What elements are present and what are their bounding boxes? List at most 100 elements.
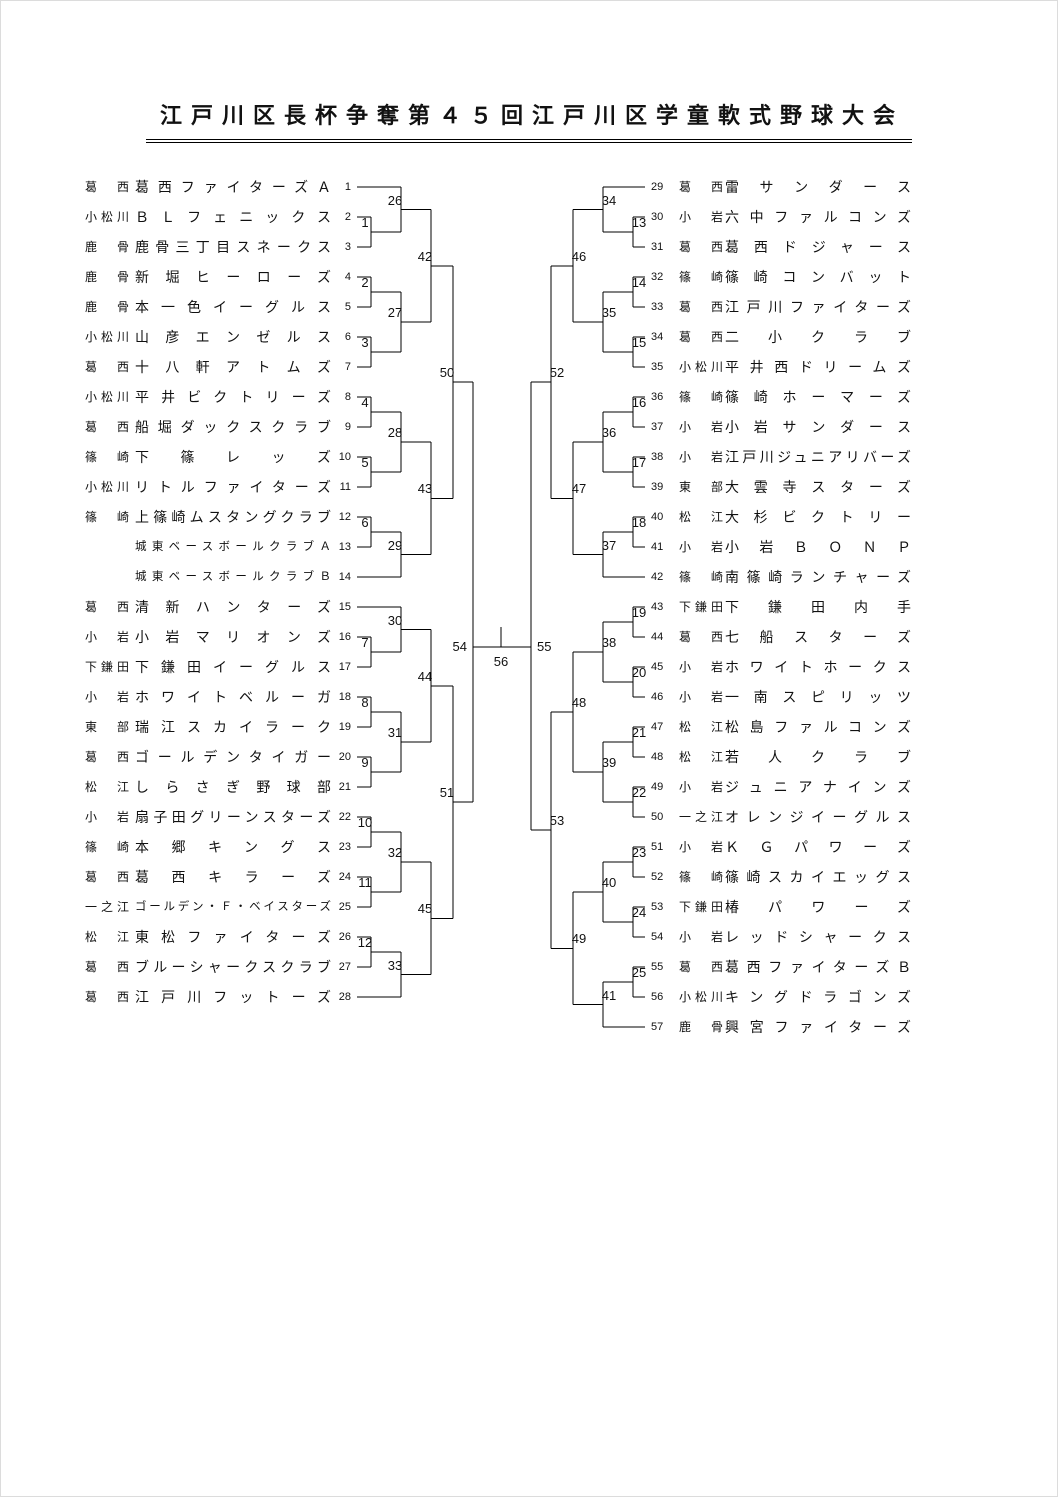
match-38-label: 38 <box>601 635 617 650</box>
team-43-district: 下鎌田 <box>679 600 723 614</box>
team-52-seed: 52 <box>651 871 664 883</box>
team-31-name: 葛西ドジャース <box>725 239 911 255</box>
team-36-name: 篠崎ホーマーズ <box>725 389 911 405</box>
team-17-name: 下鎌田イーグルス <box>135 659 331 675</box>
team-34-district: 葛西 <box>679 330 723 344</box>
team-33-district: 葛西 <box>679 300 723 314</box>
team-7-district: 葛西 <box>85 360 129 374</box>
team-6-seed: 6 <box>344 331 351 343</box>
team-6-district: 小松川 <box>85 330 129 344</box>
team-56-name: キングドラゴンズ <box>725 989 911 1005</box>
team-37-seed: 37 <box>651 421 664 433</box>
team-49-seed: 49 <box>651 781 664 793</box>
team-47-seed: 47 <box>651 721 664 733</box>
team-17-district: 下鎌田 <box>85 660 129 674</box>
team-54-district: 小岩 <box>679 930 723 944</box>
team-40-district: 松江 <box>679 510 723 524</box>
team-36-seed: 36 <box>651 391 664 403</box>
team-54-name: レッドシャークス <box>725 929 911 945</box>
match-10-label: 10 <box>357 815 373 830</box>
match-20-label: 20 <box>631 665 647 680</box>
match-27-label: 27 <box>387 305 403 320</box>
match-44-label: 44 <box>417 668 433 684</box>
team-36-district: 篠崎 <box>679 390 723 404</box>
match-29-label: 29 <box>387 537 403 553</box>
match-6-label: 6 <box>361 515 369 530</box>
team-16-district: 小岩 <box>85 630 129 644</box>
page-title: 江戸川区長杯争奪第４５回江戸川区学童軟式野球大会 <box>145 101 913 143</box>
team-48-district: 松江 <box>679 750 723 764</box>
team-29-name: 雷サンダース <box>725 179 911 195</box>
team-23-district: 篠崎 <box>85 840 129 854</box>
team-4-district: 鹿骨 <box>85 270 129 284</box>
team-54-seed: 54 <box>651 931 664 943</box>
match-47-label: 47 <box>571 481 587 497</box>
team-17-seed: 17 <box>338 661 351 673</box>
team-45-name: ホワイトホークス <box>725 659 911 675</box>
match-2-label: 2 <box>361 275 369 290</box>
team-23-name: 本郷キングス <box>135 839 331 855</box>
match-3-label: 3 <box>361 335 369 350</box>
match-37-label: 37 <box>601 537 617 553</box>
team-24-seed: 24 <box>338 871 351 883</box>
team-1-name: 葛西ファイターズＡ <box>135 179 331 195</box>
team-21-name: しらさぎ野球部 <box>135 779 331 795</box>
team-2-district: 小松川 <box>85 210 129 224</box>
team-9-seed: 9 <box>344 421 351 433</box>
match-41-label: 41 <box>601 987 617 1003</box>
match-40-label: 40 <box>601 875 617 890</box>
team-8-district: 小松川 <box>85 390 129 404</box>
team-1-seed: 1 <box>344 181 351 193</box>
match-24-label: 24 <box>631 905 647 920</box>
match-39-label: 39 <box>601 755 617 770</box>
team-1-district: 葛西 <box>85 180 129 194</box>
team-42-name: 南篠崎ランチャーズ <box>725 569 911 585</box>
match-36-label: 36 <box>601 425 617 440</box>
team-38-district: 小岩 <box>679 450 723 464</box>
match-33-label: 33 <box>387 957 403 973</box>
team-41-district: 小岩 <box>679 540 723 554</box>
match-19-label: 19 <box>631 605 647 620</box>
team-46-district: 小岩 <box>679 690 723 704</box>
team-52-name: 篠崎スカイエッグス <box>725 869 911 885</box>
team-30-name: 六中ファルコンズ <box>725 209 911 225</box>
team-9-name: 船堀ダックスクラブ <box>135 419 331 435</box>
team-31-seed: 31 <box>651 241 664 253</box>
team-26-district: 松江 <box>85 930 129 944</box>
team-12-seed: 12 <box>338 511 351 523</box>
team-2-name: ＢＬフェニックス <box>135 209 331 225</box>
team-40-seed: 40 <box>651 511 664 523</box>
team-11-name: リトルファイターズ <box>135 479 331 495</box>
match-4-label: 4 <box>361 395 369 410</box>
match-35-label: 35 <box>601 305 617 320</box>
team-16-seed: 16 <box>338 631 351 643</box>
match-43-label: 43 <box>417 481 433 497</box>
team-16-name: 小岩マリオンズ <box>135 629 331 645</box>
team-14-seed: 14 <box>338 571 351 583</box>
team-12-name: 上篠崎ムスタングクラブ <box>135 509 331 525</box>
team-37-district: 小岩 <box>679 420 723 434</box>
match-1-label: 1 <box>361 215 369 230</box>
team-51-name: ＫＧパワーズ <box>725 839 911 855</box>
team-44-district: 葛西 <box>679 630 723 644</box>
match-53-label: 53 <box>549 813 565 829</box>
team-38-seed: 38 <box>651 451 664 463</box>
team-29-seed: 29 <box>651 181 664 193</box>
team-50-seed: 50 <box>651 811 664 823</box>
team-8-name: 平井ビクトリーズ <box>135 389 331 405</box>
team-51-district: 小岩 <box>679 840 723 854</box>
match-56-label: 56 <box>493 654 509 669</box>
team-39-name: 大雲寺スターズ <box>725 479 911 495</box>
team-48-seed: 48 <box>651 751 664 763</box>
match-18-label: 18 <box>631 515 647 530</box>
team-18-district: 小岩 <box>85 690 129 704</box>
team-43-name: 下鎌田内手 <box>725 599 911 615</box>
team-21-district: 松江 <box>85 780 129 794</box>
team-13-name: 城東ベースボールクラブＡ <box>135 541 331 553</box>
team-44-seed: 44 <box>651 631 664 643</box>
team-24-name: 葛西キラーズ <box>135 869 331 885</box>
team-27-seed: 27 <box>338 961 351 973</box>
team-25-name: ゴールデン・Ｆ・ベイスターズ <box>135 901 331 913</box>
team-25-seed: 25 <box>338 901 351 913</box>
team-42-district: 篠崎 <box>679 570 723 584</box>
